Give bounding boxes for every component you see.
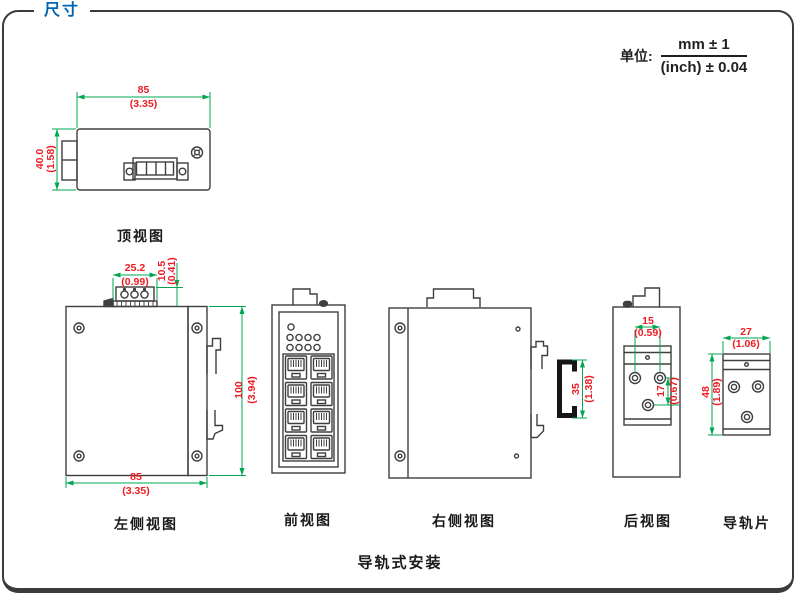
dim-right-rail-height-in: (1.38) xyxy=(583,375,595,403)
dim-left-terminal-width-in: (0.99) xyxy=(121,276,149,288)
left-view-dimensions xyxy=(65,263,246,488)
dim-left-width-in: (3.35) xyxy=(122,485,150,497)
page-title: 尺寸 xyxy=(34,0,91,22)
unit-label: 单位: xyxy=(620,48,653,64)
top-view-dimensions xyxy=(52,92,211,191)
top-view-label: 顶视图 xyxy=(117,228,165,244)
page-border xyxy=(2,10,794,593)
rail-plate-outline xyxy=(722,353,771,436)
top-view-outline xyxy=(61,128,211,191)
front-view-label: 前视图 xyxy=(284,512,332,528)
right-view-label: 右侧视图 xyxy=(432,513,496,529)
dim-left-height-in: (3.94) xyxy=(246,376,258,404)
rail-plate-dimensions xyxy=(708,335,771,436)
dim-top-depth-in: (1.58) xyxy=(44,145,57,173)
dim-rail-plate-height-in: (1.89) xyxy=(711,378,723,406)
rear-view-dimensions xyxy=(634,324,679,406)
dim-left-terminal-height-in: (0.41) xyxy=(166,257,178,285)
unit-fraction: mm ± 1 (inch) ± 0.04 xyxy=(660,36,748,76)
dim-top-width-mm: 85 xyxy=(137,84,150,96)
dim-top-width-in: (3.35) xyxy=(129,98,158,110)
dim-right-rail-height-mm: 35 xyxy=(570,383,582,395)
dim-rail-plate-width-in: (1.06) xyxy=(732,338,760,350)
rail-plate-label: 导轨片 xyxy=(723,515,771,531)
front-view-outline xyxy=(271,288,346,474)
dim-left-terminal-width-mm: 25.2 xyxy=(124,262,146,274)
unit-note: 单位: mm ± 1 (inch) ± 0.04 xyxy=(620,36,748,76)
rear-view-label: 后视图 xyxy=(624,513,672,529)
dim-rear-hole-spacing-in: (0.59) xyxy=(634,327,662,339)
dim-rear-hole-spacing-mm: 15 xyxy=(642,315,654,327)
dim-rail-plate-width-mm: 27 xyxy=(740,326,752,338)
right-view-outline xyxy=(388,288,577,479)
dim-left-height-mm: 100 xyxy=(233,381,245,399)
unit-mm: mm ± 1 xyxy=(660,36,748,57)
unit-inch: (inch) ± 0.04 xyxy=(660,59,748,76)
mounting-caption: 导轨式安装 xyxy=(357,554,443,572)
dim-rear-hole-offset-in: (0.67) xyxy=(668,377,680,405)
dim-rear-hole-offset-mm: 17 xyxy=(655,385,667,397)
left-view-outline xyxy=(65,286,224,477)
left-view-label: 左侧视图 xyxy=(114,516,178,532)
right-view-dimensions xyxy=(572,359,587,419)
dim-left-width-mm: 85 xyxy=(130,471,142,483)
rear-view-outline xyxy=(612,287,681,478)
